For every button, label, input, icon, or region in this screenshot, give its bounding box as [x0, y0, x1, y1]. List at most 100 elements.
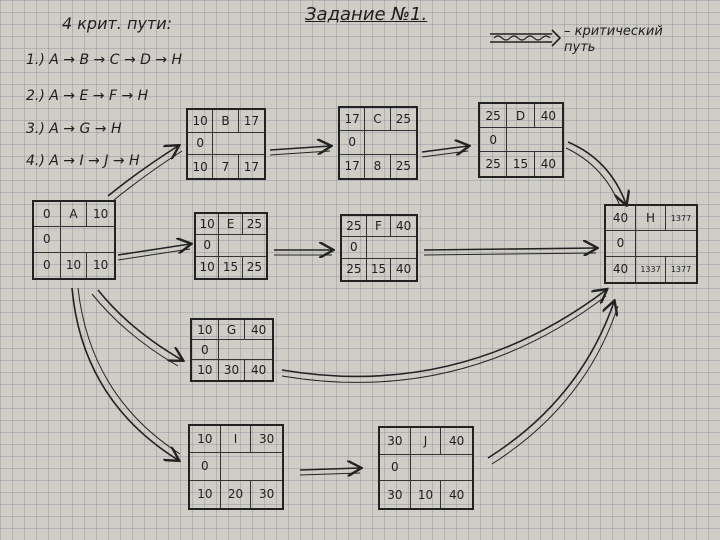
node-j-empty-2: [441, 455, 472, 482]
critical-path-1: 1.) A → B → C → D → H: [26, 52, 183, 68]
node-c-label: C: [365, 108, 391, 132]
node-g-slack: 0: [192, 340, 219, 360]
node-f-label: F: [366, 216, 392, 238]
node-g-late-finish: 40: [251, 363, 267, 377]
node-h-empty-2: [666, 231, 696, 257]
node-e-early-start: 10: [196, 214, 220, 236]
legend-critical-arrow: [490, 33, 552, 43]
node-b-slack: 0: [188, 132, 214, 156]
node-d-slack: 0: [480, 128, 508, 152]
node-a-early-start: 0: [34, 202, 61, 228]
node-b-early-finish: 17: [238, 110, 264, 133]
node-d-early-finish: 40: [534, 104, 562, 128]
node-a-early-finish: 10: [87, 202, 114, 228]
critical-path-4: 4.) A → I → J → H: [26, 153, 140, 169]
node-a-empty: [60, 227, 88, 253]
arrow-b-c: [269, 146, 330, 150]
node-h-duration: 1337: [636, 256, 666, 282]
node-c-empty-2: [390, 131, 416, 155]
node-b-late-start: 10: [188, 155, 214, 178]
node-d-late-finish: 40: [540, 157, 556, 171]
node-g-label: G: [218, 320, 246, 340]
node-a-late-start: 0: [34, 252, 61, 278]
node-h-slack: 0: [606, 231, 636, 257]
node-f-slack: 0: [342, 237, 367, 259]
node-h-empty: [636, 231, 666, 257]
node-j-slack: 0: [380, 454, 411, 482]
arrow-a-e: [117, 244, 190, 256]
node-g-empty: [218, 340, 246, 360]
critical-path-3: 3.) A → G → H: [26, 121, 122, 137]
node-g: 10 G 40 0 10 30 40: [190, 318, 274, 382]
node-j: 30 J 40 0 30 10 40: [378, 426, 474, 510]
node-e-slack: 0: [196, 235, 220, 257]
node-f-duration: 15: [367, 258, 392, 280]
node-d-empty-2: [534, 128, 562, 152]
node-b-label: B: [213, 110, 239, 133]
node-g-empty-2: [245, 340, 272, 360]
node-h-label: H: [636, 206, 666, 232]
node-i-early-start: 10: [190, 426, 221, 454]
node-h-late-finish: 1377: [670, 264, 692, 274]
node-j-early-start: 30: [380, 428, 411, 455]
node-h: 40 H 1377 0 40 1337 1377: [604, 204, 698, 284]
arrow-i-j: [299, 468, 360, 470]
node-f-early-finish: 40: [391, 216, 416, 238]
node-d-duration: 15: [507, 152, 535, 176]
node-c: 17 C 25 0 17 8 25: [338, 106, 418, 180]
node-h-early-finish: 1377: [666, 206, 696, 232]
node-d-empty: [507, 128, 535, 152]
arrow-c-d: [421, 146, 468, 152]
node-g-duration: 30: [219, 360, 246, 380]
node-c-late-finish: 25: [395, 159, 411, 174]
node-j-duration: 10: [411, 481, 442, 508]
node-f-early-start: 25: [342, 216, 367, 238]
node-b-empty-2: [238, 133, 264, 156]
node-e-late-start: 10: [196, 256, 220, 278]
node-a-duration: 10: [61, 252, 88, 278]
node-b-late-finish: 17: [243, 159, 259, 174]
node-e-empty-2: [242, 235, 266, 257]
node-g-late-start: 10: [192, 360, 219, 380]
node-b-early-start: 10: [188, 110, 214, 133]
node-g-early-finish: 40: [245, 320, 272, 340]
node-a-label: A: [60, 202, 88, 228]
node-i-early-finish: 30: [251, 426, 282, 454]
node-e-duration: 15: [219, 256, 243, 278]
arrow-a-i: [71, 287, 178, 460]
arrow-j-h: [487, 302, 614, 459]
node-f: 25 F 40 0 25 15 40: [340, 214, 418, 282]
node-c-slack: 0: [340, 131, 366, 155]
node-i-duration: 20: [221, 480, 252, 508]
arrow-f-h: [423, 248, 596, 250]
node-g-early-start: 10: [192, 320, 219, 340]
node-a-empty-2: [87, 227, 114, 253]
node-j-label: J: [410, 428, 442, 455]
node-i: 10 I 30 0 10 20 30: [188, 424, 284, 510]
node-f-empty-2: [391, 237, 416, 259]
node-i-slack: 0: [190, 453, 221, 481]
node-e-empty: [219, 235, 243, 257]
arrow-d-h: [567, 141, 626, 204]
node-a: 0 A 10 0 0 10 10: [32, 200, 116, 280]
node-i-label: I: [220, 426, 252, 454]
node-h-early-start: 40: [606, 206, 636, 232]
node-f-late-finish: 40: [396, 262, 412, 277]
arrow-g-h: [281, 290, 606, 378]
critical-path-2: 2.) A → E → F → H: [26, 88, 149, 104]
node-e-early-finish: 25: [242, 214, 266, 236]
node-c-early-finish: 25: [390, 108, 416, 132]
node-d-label: D: [507, 104, 535, 128]
node-h-late-start: 40: [606, 256, 636, 282]
node-i-late-start: 10: [190, 480, 221, 508]
node-a-slack: 0: [34, 227, 61, 253]
node-d-early-start: 25: [480, 104, 508, 128]
node-j-early-finish: 40: [441, 428, 472, 455]
node-a-late-finish: 10: [93, 258, 109, 273]
node-i-empty-2: [251, 453, 282, 481]
node-c-duration: 8: [365, 154, 391, 178]
node-d: 25 D 40 0 25 15 40: [478, 102, 564, 178]
node-c-empty: [365, 131, 391, 155]
node-b: 10 B 17 0 10 7 17: [186, 108, 266, 180]
node-j-late-start: 30: [380, 481, 411, 508]
